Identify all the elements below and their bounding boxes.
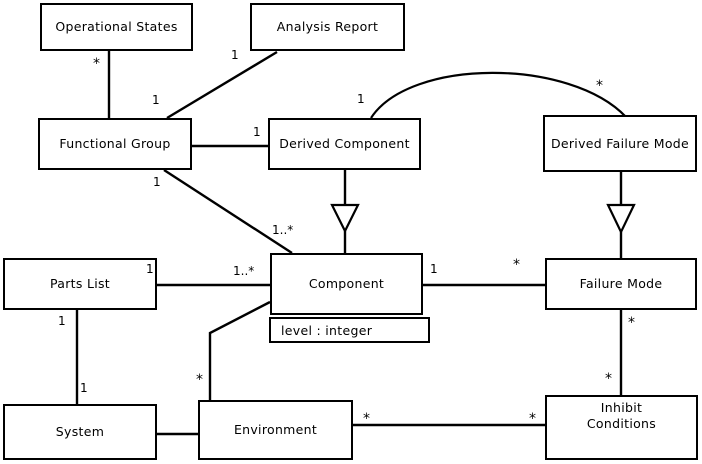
class-box-analysis-report[interactable]: Analysis Report xyxy=(250,3,405,51)
multiplicity-inhibit-conditions-environment: * xyxy=(529,411,536,427)
class-name-component: Component xyxy=(308,276,385,292)
class-name-derived-component: Derived Component xyxy=(279,136,410,152)
multiplicity-component-parts-list: 1..* xyxy=(233,264,255,278)
class-box-inhibit-conditions[interactable]: Inhibit Conditions xyxy=(545,395,698,460)
class-box-derived-component[interactable]: Derived Component xyxy=(268,118,421,170)
class-name-parts-list: Parts List xyxy=(49,276,110,292)
multiplicity-system-parts-list: 1 xyxy=(80,381,88,395)
generalization-triangle-failure-mode xyxy=(606,203,636,235)
class-name-environment: Environment xyxy=(233,422,318,438)
attribute-component-level: level : integer xyxy=(281,322,373,338)
class-box-environment[interactable]: Environment xyxy=(198,400,353,460)
class-box-component[interactable]: Component xyxy=(270,253,423,315)
class-box-functional-group[interactable]: Functional Group xyxy=(38,118,192,170)
class-name-operational-states: Operational States xyxy=(55,19,178,35)
edge-functional-group-analysis-report xyxy=(166,50,278,120)
edge-functional-group-component xyxy=(163,168,293,255)
class-box-failure-mode[interactable]: Failure Mode xyxy=(545,258,697,310)
edge-derived-component-derived-failure-mode xyxy=(370,71,627,119)
class-name-functional-group: Functional Group xyxy=(59,136,171,152)
generalization-triangle-component xyxy=(330,203,360,234)
class-name-system: System xyxy=(55,424,105,440)
edge-component-environment xyxy=(208,300,271,400)
multiplicity-component-functional-group: 1..* xyxy=(272,223,294,237)
multiplicity-derived-component-functional-group: 1 xyxy=(253,125,261,139)
class-box-parts-list[interactable]: Parts List xyxy=(3,258,157,310)
multiplicity-derived-failure-mode-arc-end: * xyxy=(596,78,603,94)
multiplicity-functional-group-component: 1 xyxy=(153,175,161,189)
multiplicity-environment-inhibit-conditions: * xyxy=(363,411,370,427)
class-name-failure-mode: Failure Mode xyxy=(579,276,663,292)
multiplicity-failure-mode-component: * xyxy=(513,257,520,273)
class-box-operational-states[interactable]: Operational States xyxy=(40,3,193,51)
attribute-compartment-component: level : integer xyxy=(269,317,430,343)
class-name-inhibit-conditions: Inhibit Conditions xyxy=(586,400,657,431)
multiplicity-operational-states-functional-group: * xyxy=(93,56,100,72)
multiplicity-analysis-report-end: 1 xyxy=(231,48,239,62)
multiplicity-parts-list-component: 1 xyxy=(146,262,154,276)
multiplicity-functional-group-analysis-report: 1 xyxy=(152,93,160,107)
class-box-derived-failure-mode[interactable]: Derived Failure Mode xyxy=(543,115,697,172)
class-box-system[interactable]: System xyxy=(3,404,157,460)
multiplicity-parts-list-system: 1 xyxy=(58,314,66,328)
multiplicity-failure-mode-inhibit-conditions: * xyxy=(628,315,635,331)
class-name-analysis-report: Analysis Report xyxy=(276,19,379,35)
multiplicity-component-environment: * xyxy=(196,372,203,388)
multiplicity-inhibit-conditions-failure-mode: * xyxy=(605,371,612,387)
multiplicity-derived-component-arc-end: 1 xyxy=(357,92,365,106)
multiplicity-component-failure-mode: 1 xyxy=(430,262,438,276)
class-name-derived-failure-mode: Derived Failure Mode xyxy=(550,135,690,151)
